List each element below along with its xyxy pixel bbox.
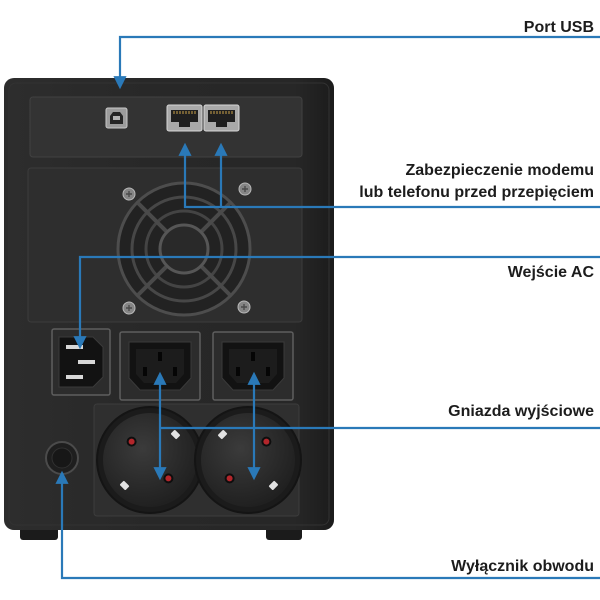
callout-line-usb-port (113, 35, 600, 90)
screw-icon (238, 182, 252, 196)
schuko-contacts (218, 430, 278, 490)
callout-line-ac-input (73, 255, 600, 350)
c13-outlet-insert (229, 349, 277, 383)
rj-port-left-icon (166, 104, 203, 132)
schuko-earth-clip (170, 430, 180, 440)
screw-icon (237, 300, 251, 314)
top-port-panel (29, 96, 303, 158)
rj-port-contacts (173, 111, 196, 114)
callout-surge-protection: Zabezpieczenie modemu lub telefonu przed… (178, 142, 600, 209)
screw-slot (126, 191, 132, 197)
label-ac-input: Wejście AC (508, 264, 595, 281)
callout-output-sockets: Gniazda wyjściowe (153, 371, 600, 481)
screw-icon (122, 301, 136, 315)
schuko-earth-clip (218, 430, 228, 440)
rj-port-right-icon (203, 104, 240, 132)
schuko-socket-right-icon (194, 406, 302, 514)
fan-spokes (136, 201, 232, 297)
callout-usb-port: Port USB (113, 19, 600, 90)
schuko-socket-left-icon (96, 406, 204, 514)
breaker-cap (51, 447, 73, 469)
callout-circuit-breaker: Wyłącznik obwodu (55, 470, 600, 580)
c13-live-slot (143, 367, 147, 376)
callout-line-circuit-breaker (55, 470, 600, 580)
callout-ac-input: Wejście AC (73, 255, 600, 350)
fan-inner-ring (144, 209, 224, 289)
c13-outlet-insert (136, 349, 184, 383)
usb-port-icon (105, 107, 128, 129)
schuko-earth-clip (120, 480, 130, 490)
schuko-earth-clip (268, 480, 278, 490)
label-surge-protection-line1: Zabezpieczenie modemu (406, 162, 595, 179)
rj-port-contacts (210, 111, 233, 114)
label-output-sockets: Gniazda wyjściowe (448, 403, 594, 420)
c13-outlet-right-icon (212, 331, 294, 401)
screw-slot (126, 305, 132, 311)
label-circuit-breaker: Wyłącznik obwodu (451, 558, 594, 575)
ac-inlet-earth-pin (78, 360, 95, 364)
c13-earth-slot (158, 352, 162, 361)
fan-grille-icon (116, 181, 252, 317)
c13-outlet-left-icon (119, 331, 201, 401)
rj-port-opening (208, 110, 235, 127)
ac-inlet-pin (66, 375, 83, 379)
schuko-shutter (128, 438, 135, 445)
screw-icon (122, 187, 136, 201)
ups-body-bevel (8, 82, 330, 526)
c13-neutral-slot (266, 367, 270, 376)
callout-line-surge-protection (178, 142, 600, 209)
label-surge-protection-line2: lub telefonu przed przepięciem (359, 184, 594, 201)
ac-inlet-pin (66, 345, 83, 349)
c13-earth-slot (251, 352, 255, 361)
c13-live-slot (236, 367, 240, 376)
c13-neutral-slot (173, 367, 177, 376)
fan-hub (158, 223, 210, 275)
rj-port-opening (171, 110, 198, 127)
breaker-button-icon (45, 441, 79, 475)
screw-slot (241, 304, 247, 310)
schuko-shutter (226, 475, 233, 482)
usb-port-tongue (113, 116, 120, 120)
screw-slot (242, 186, 248, 192)
schuko-shutter (263, 438, 270, 445)
schuko-shutter (165, 475, 172, 482)
ups-device (4, 78, 334, 540)
schuko-contacts (120, 430, 180, 490)
label-usb-port: Port USB (524, 19, 594, 36)
